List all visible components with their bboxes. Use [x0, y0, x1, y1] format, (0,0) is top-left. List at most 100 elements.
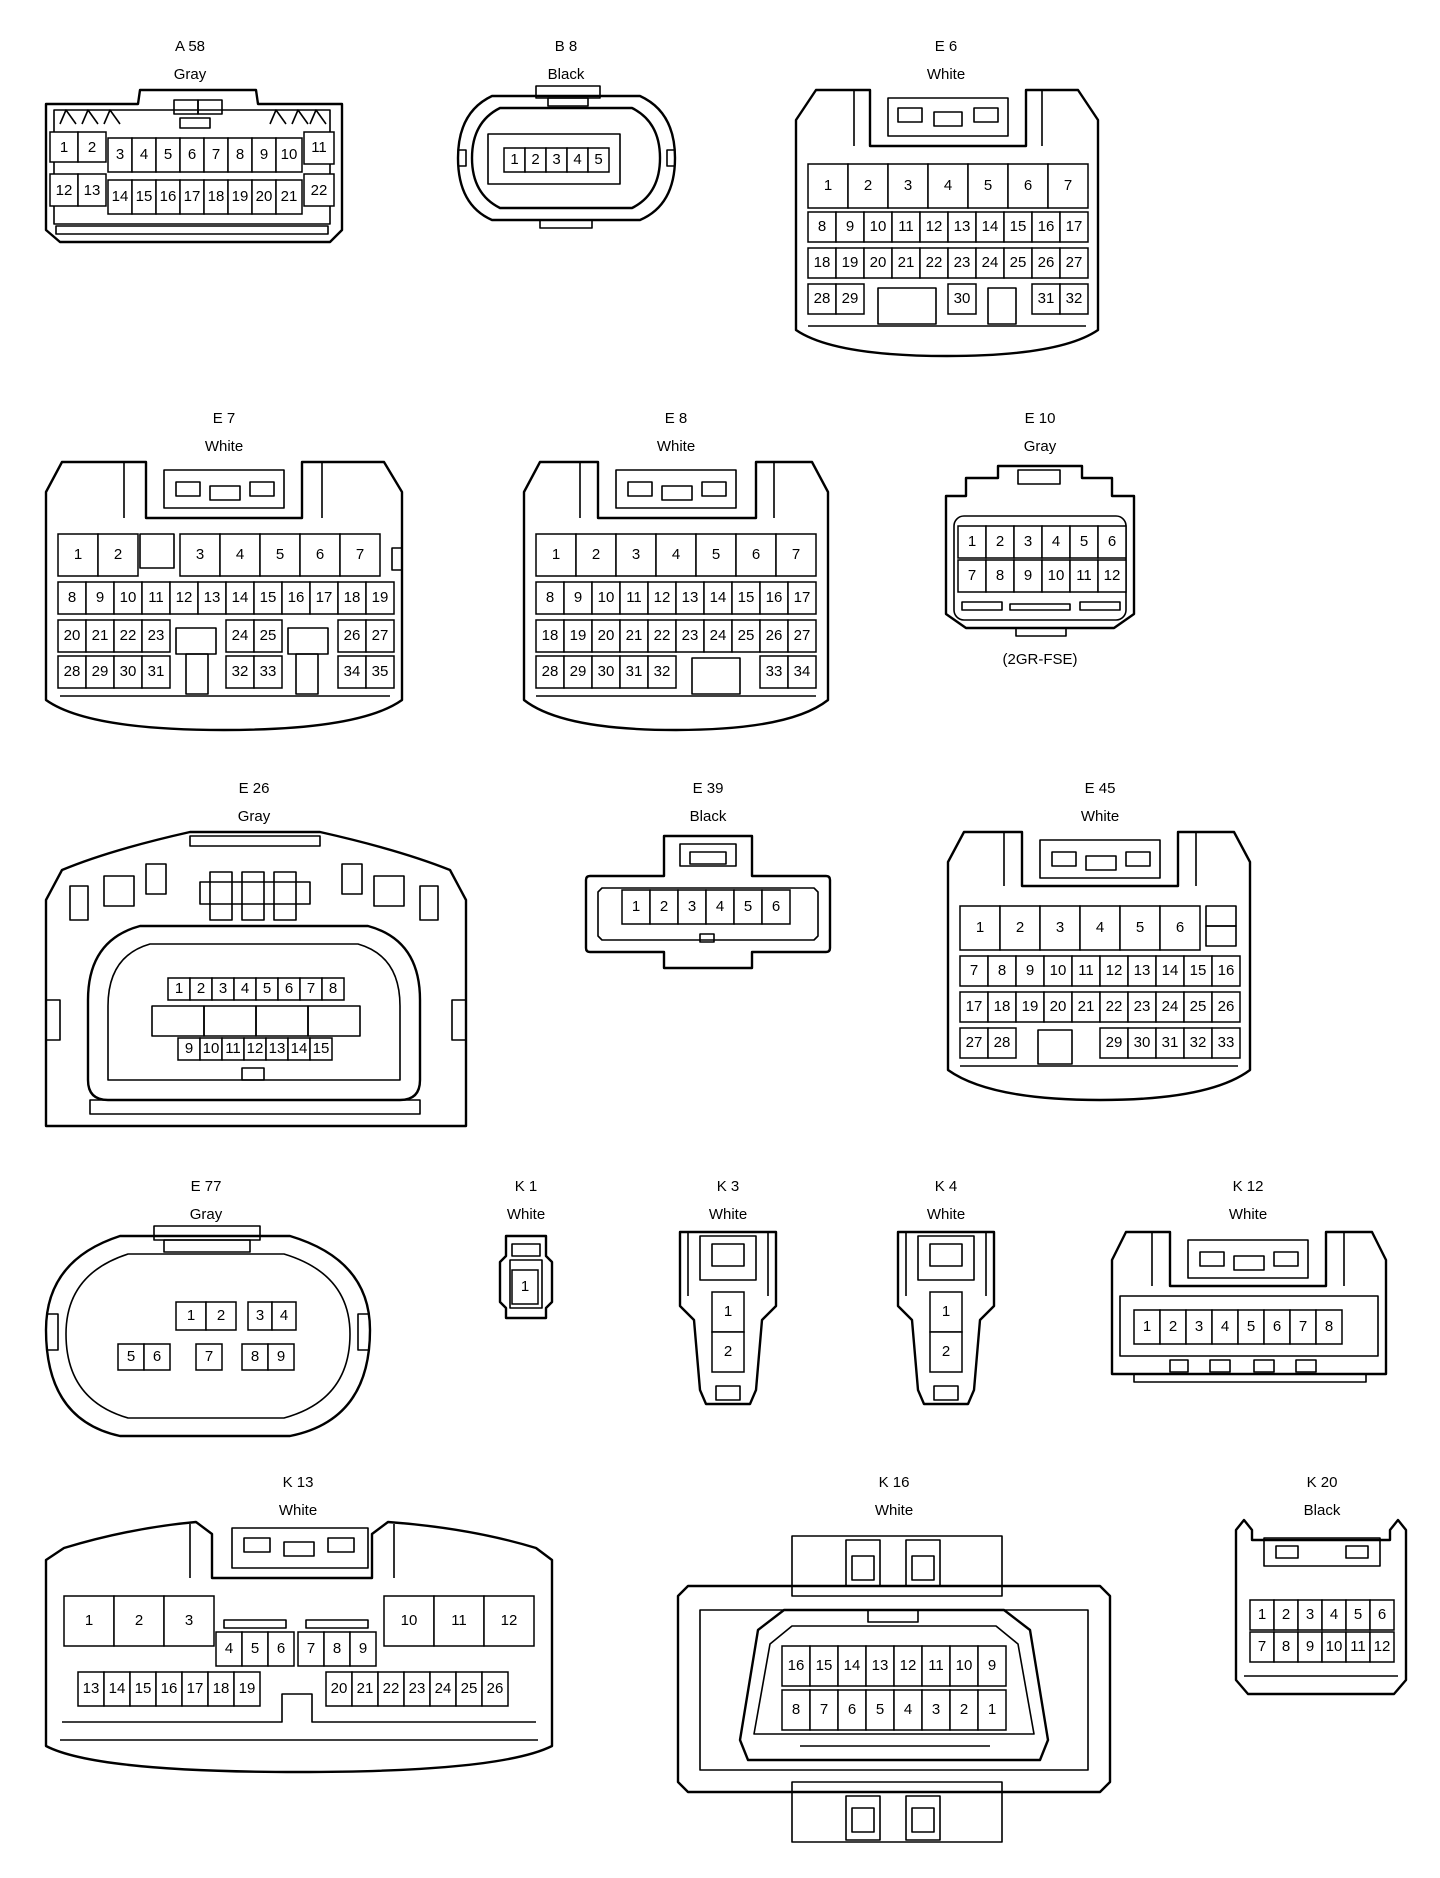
pin: 29 [1106, 1034, 1123, 1051]
pin: 2 [1169, 1318, 1177, 1335]
pin: 24 [1162, 998, 1179, 1015]
pin: 8 [792, 1701, 800, 1718]
pin-grid: 1 2 3 4 5 6 7 8 9 10 11 12 13 14 15 16 1… [959, 905, 1241, 1059]
connector-k20: K 20 Black 1 2 3 4 5 6 7 8 9 10 11 12 [1234, 1474, 1408, 1696]
pin: 4 [241, 980, 249, 997]
pin: 23 [1134, 998, 1151, 1015]
pin: 9 [1026, 962, 1034, 979]
pin: 1 [1143, 1318, 1151, 1335]
pin: 8 [333, 1640, 341, 1657]
pin: 16 [288, 589, 305, 606]
pin: 1 [1258, 1606, 1266, 1623]
pin: 6 [285, 980, 293, 997]
pin: 21 [92, 627, 109, 644]
pin: 22 [383, 1680, 400, 1697]
pin: 30 [598, 663, 615, 680]
pin: 6 [1378, 1606, 1386, 1623]
pin: 10 [281, 146, 298, 163]
pin: 1 [187, 1307, 195, 1324]
pin: 10 [870, 218, 887, 235]
pin-grid: 1 2 3 4 5 6 7 8 9 10 11 12 13 14 15 16 1… [807, 163, 1089, 315]
pin: 6 [1176, 919, 1184, 936]
connector-k12: K 12 White 1 2 3 4 5 6 7 8 [1110, 1178, 1388, 1383]
pin: 11 [451, 1612, 467, 1629]
pin: 3 [196, 546, 204, 563]
pin: 16 [1038, 218, 1055, 235]
connector-color: Gray [174, 66, 207, 83]
pin: 13 [204, 589, 221, 606]
pin: 8 [546, 589, 554, 606]
pin: 11 [928, 1657, 944, 1674]
pin: 4 [716, 898, 724, 915]
pin: 22 [1106, 998, 1123, 1015]
connector-id: K 13 [283, 1474, 314, 1491]
pin: 1 [74, 546, 82, 563]
pin: 26 [1218, 998, 1235, 1015]
pin: 7 [205, 1348, 213, 1365]
pin: 12 [501, 1612, 518, 1629]
pin: 1 [552, 546, 560, 563]
pin: 12 [1374, 1638, 1391, 1655]
pin: 2 [996, 533, 1004, 550]
pin: 20 [870, 254, 887, 271]
pin: 17 [966, 998, 983, 1015]
pin: 8 [68, 589, 76, 606]
pin: 5 [744, 898, 752, 915]
pin: 5 [1080, 533, 1088, 550]
pin: 9 [988, 1657, 996, 1674]
connector-id: K 3 [717, 1178, 740, 1195]
pin: 9 [1306, 1638, 1314, 1655]
pin: 27 [794, 627, 811, 644]
pin: 12 [900, 1657, 917, 1674]
pin: 12 [1106, 962, 1123, 979]
pin: 15 [816, 1657, 833, 1674]
pin: 7 [968, 567, 976, 584]
connector-a58: A 58 Gray 1 2 12 13 3 4 5 6 7 8 9 10 14 … [44, 38, 344, 244]
pin: 34 [794, 663, 811, 680]
pin: 5 [984, 177, 992, 194]
pin: 18 [344, 589, 361, 606]
pin: 16 [161, 1680, 178, 1697]
pin: 2 [960, 1701, 968, 1718]
pin: 15 [136, 188, 153, 205]
pin: 16 [788, 1657, 805, 1674]
pin: 10 [120, 589, 137, 606]
pin: 7 [792, 546, 800, 563]
pin: 6 [1108, 533, 1116, 550]
pin: 5 [127, 1348, 135, 1365]
pin: 14 [232, 589, 249, 606]
pin: 1 [976, 919, 984, 936]
pin: 12 [654, 589, 671, 606]
pin: 3 [1195, 1318, 1203, 1335]
pin: 12 [176, 589, 193, 606]
pin: 8 [236, 146, 244, 163]
pin: 26 [344, 627, 361, 644]
pin: 10 [956, 1657, 973, 1674]
pin: 15 [1190, 962, 1207, 979]
pin: 3 [932, 1701, 940, 1718]
connector-color: Black [548, 66, 585, 83]
pin: 8 [996, 567, 1004, 584]
pin: 2 [592, 546, 600, 563]
pin: 15 [738, 589, 755, 606]
pin: 5 [712, 546, 720, 563]
connector-color: Gray [1024, 438, 1057, 455]
pin: 4 [1052, 533, 1060, 550]
pin: 9 [846, 218, 854, 235]
connector-id: E 26 [239, 780, 270, 797]
pin: 3 [1056, 919, 1064, 936]
pin: 4 [1221, 1318, 1229, 1335]
pin-grid: 1 2 3 4 5 6 7 8 [1133, 1309, 1343, 1345]
pin: 2 [1282, 1606, 1290, 1623]
pin: 23 [409, 1680, 426, 1697]
pin: 18 [994, 998, 1011, 1015]
pin-grid: 1 2 3 10 11 12 4 5 6 7 8 9 13 14 15 16 1… [63, 1595, 535, 1707]
connector-id: E 7 [213, 410, 236, 427]
pin: 14 [109, 1680, 126, 1697]
pin: 8 [1325, 1318, 1333, 1335]
pin: 3 [552, 151, 560, 168]
pin: 3 [185, 1612, 193, 1629]
connector-color: White [1229, 1206, 1267, 1223]
pin: 12 [56, 182, 73, 199]
